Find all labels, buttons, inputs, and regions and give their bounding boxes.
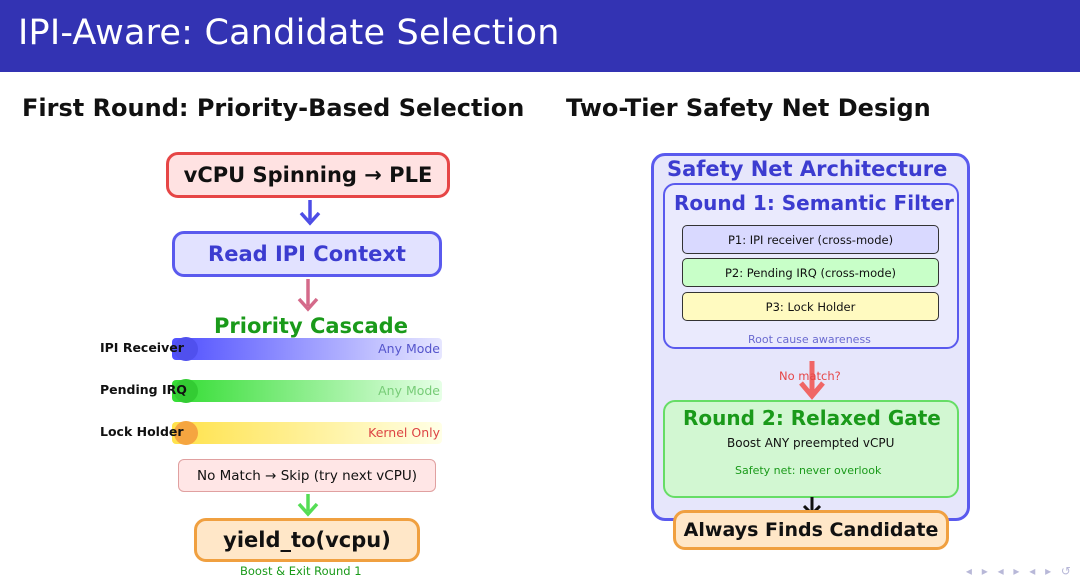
yield-caption: Boost & Exit Round 1	[240, 564, 362, 578]
cascade-mode: Any Mode	[378, 341, 440, 356]
no-match-question: No match?	[779, 369, 841, 383]
round1-item-p2: P2: Pending IRQ (cross-mode)	[682, 258, 939, 287]
result-box: Always Finds Candidate	[673, 510, 949, 550]
arrow-read-to-cascade	[297, 279, 319, 312]
title-bar: IPI-Aware: Candidate Selection	[0, 0, 1080, 72]
cascade-row-ipi: IPI Receiver Any Mode	[100, 337, 442, 361]
cascade-dot	[174, 337, 198, 361]
round1-item-p3: P3: Lock Holder	[682, 292, 939, 321]
result-label: Always Finds Candidate	[683, 519, 939, 541]
cascade-dot	[174, 379, 198, 403]
round2-box	[663, 400, 959, 498]
no-match-label: No Match → Skip (try next vCPU)	[196, 467, 418, 484]
round2-text: Boost ANY preempted vCPU	[727, 436, 895, 450]
cascade-row-lock: Lock Holder Kernel Only	[100, 421, 442, 445]
cascade-bar	[172, 422, 442, 444]
start-label: vCPU Spinning → PLE	[183, 163, 433, 187]
read-context-label: Read IPI Context	[208, 242, 406, 266]
round1-caption: Root cause awareness	[748, 333, 871, 346]
cascade-dot	[174, 421, 198, 445]
arrow-start-to-read	[299, 200, 321, 226]
right-heading: Two-Tier Safety Net Design	[566, 94, 931, 122]
read-context-box: Read IPI Context	[172, 231, 442, 277]
arrow-round1-to-round2	[799, 361, 825, 400]
yield-box: yield_to(vcpu)	[194, 518, 420, 562]
slide-title: IPI-Aware: Candidate Selection	[18, 13, 560, 53]
cascade-mode: Any Mode	[378, 383, 440, 398]
no-match-box: No Match → Skip (try next vCPU)	[178, 459, 436, 492]
round2-caption: Safety net: never overlook	[735, 464, 882, 477]
architecture-title: Safety Net Architecture	[667, 157, 948, 181]
round1-item-p1: P1: IPI receiver (cross-mode)	[682, 225, 939, 254]
slide-nav-controls[interactable]: ◂ ▸ ◂ ▸ ◂ ▸ ↺	[965, 564, 1074, 578]
cascade-row-irq: Pending IRQ Any Mode	[100, 379, 442, 403]
arrow-nomatch-to-yield	[297, 494, 319, 517]
cascade-title: Priority Cascade	[214, 314, 408, 338]
cascade-bar	[172, 338, 442, 360]
start-box: vCPU Spinning → PLE	[166, 152, 450, 198]
left-heading: First Round: Priority-Based Selection	[22, 94, 525, 122]
cascade-bar	[172, 380, 442, 402]
cascade-label: Pending IRQ	[100, 382, 187, 397]
cascade-mode: Kernel Only	[368, 425, 440, 440]
round2-title: Round 2: Relaxed Gate	[683, 406, 941, 430]
cascade-label: IPI Receiver	[100, 340, 184, 355]
cascade-label: Lock Holder	[100, 424, 184, 439]
round1-title: Round 1: Semantic Filter	[674, 191, 954, 215]
yield-label: yield_to(vcpu)	[223, 528, 391, 552]
